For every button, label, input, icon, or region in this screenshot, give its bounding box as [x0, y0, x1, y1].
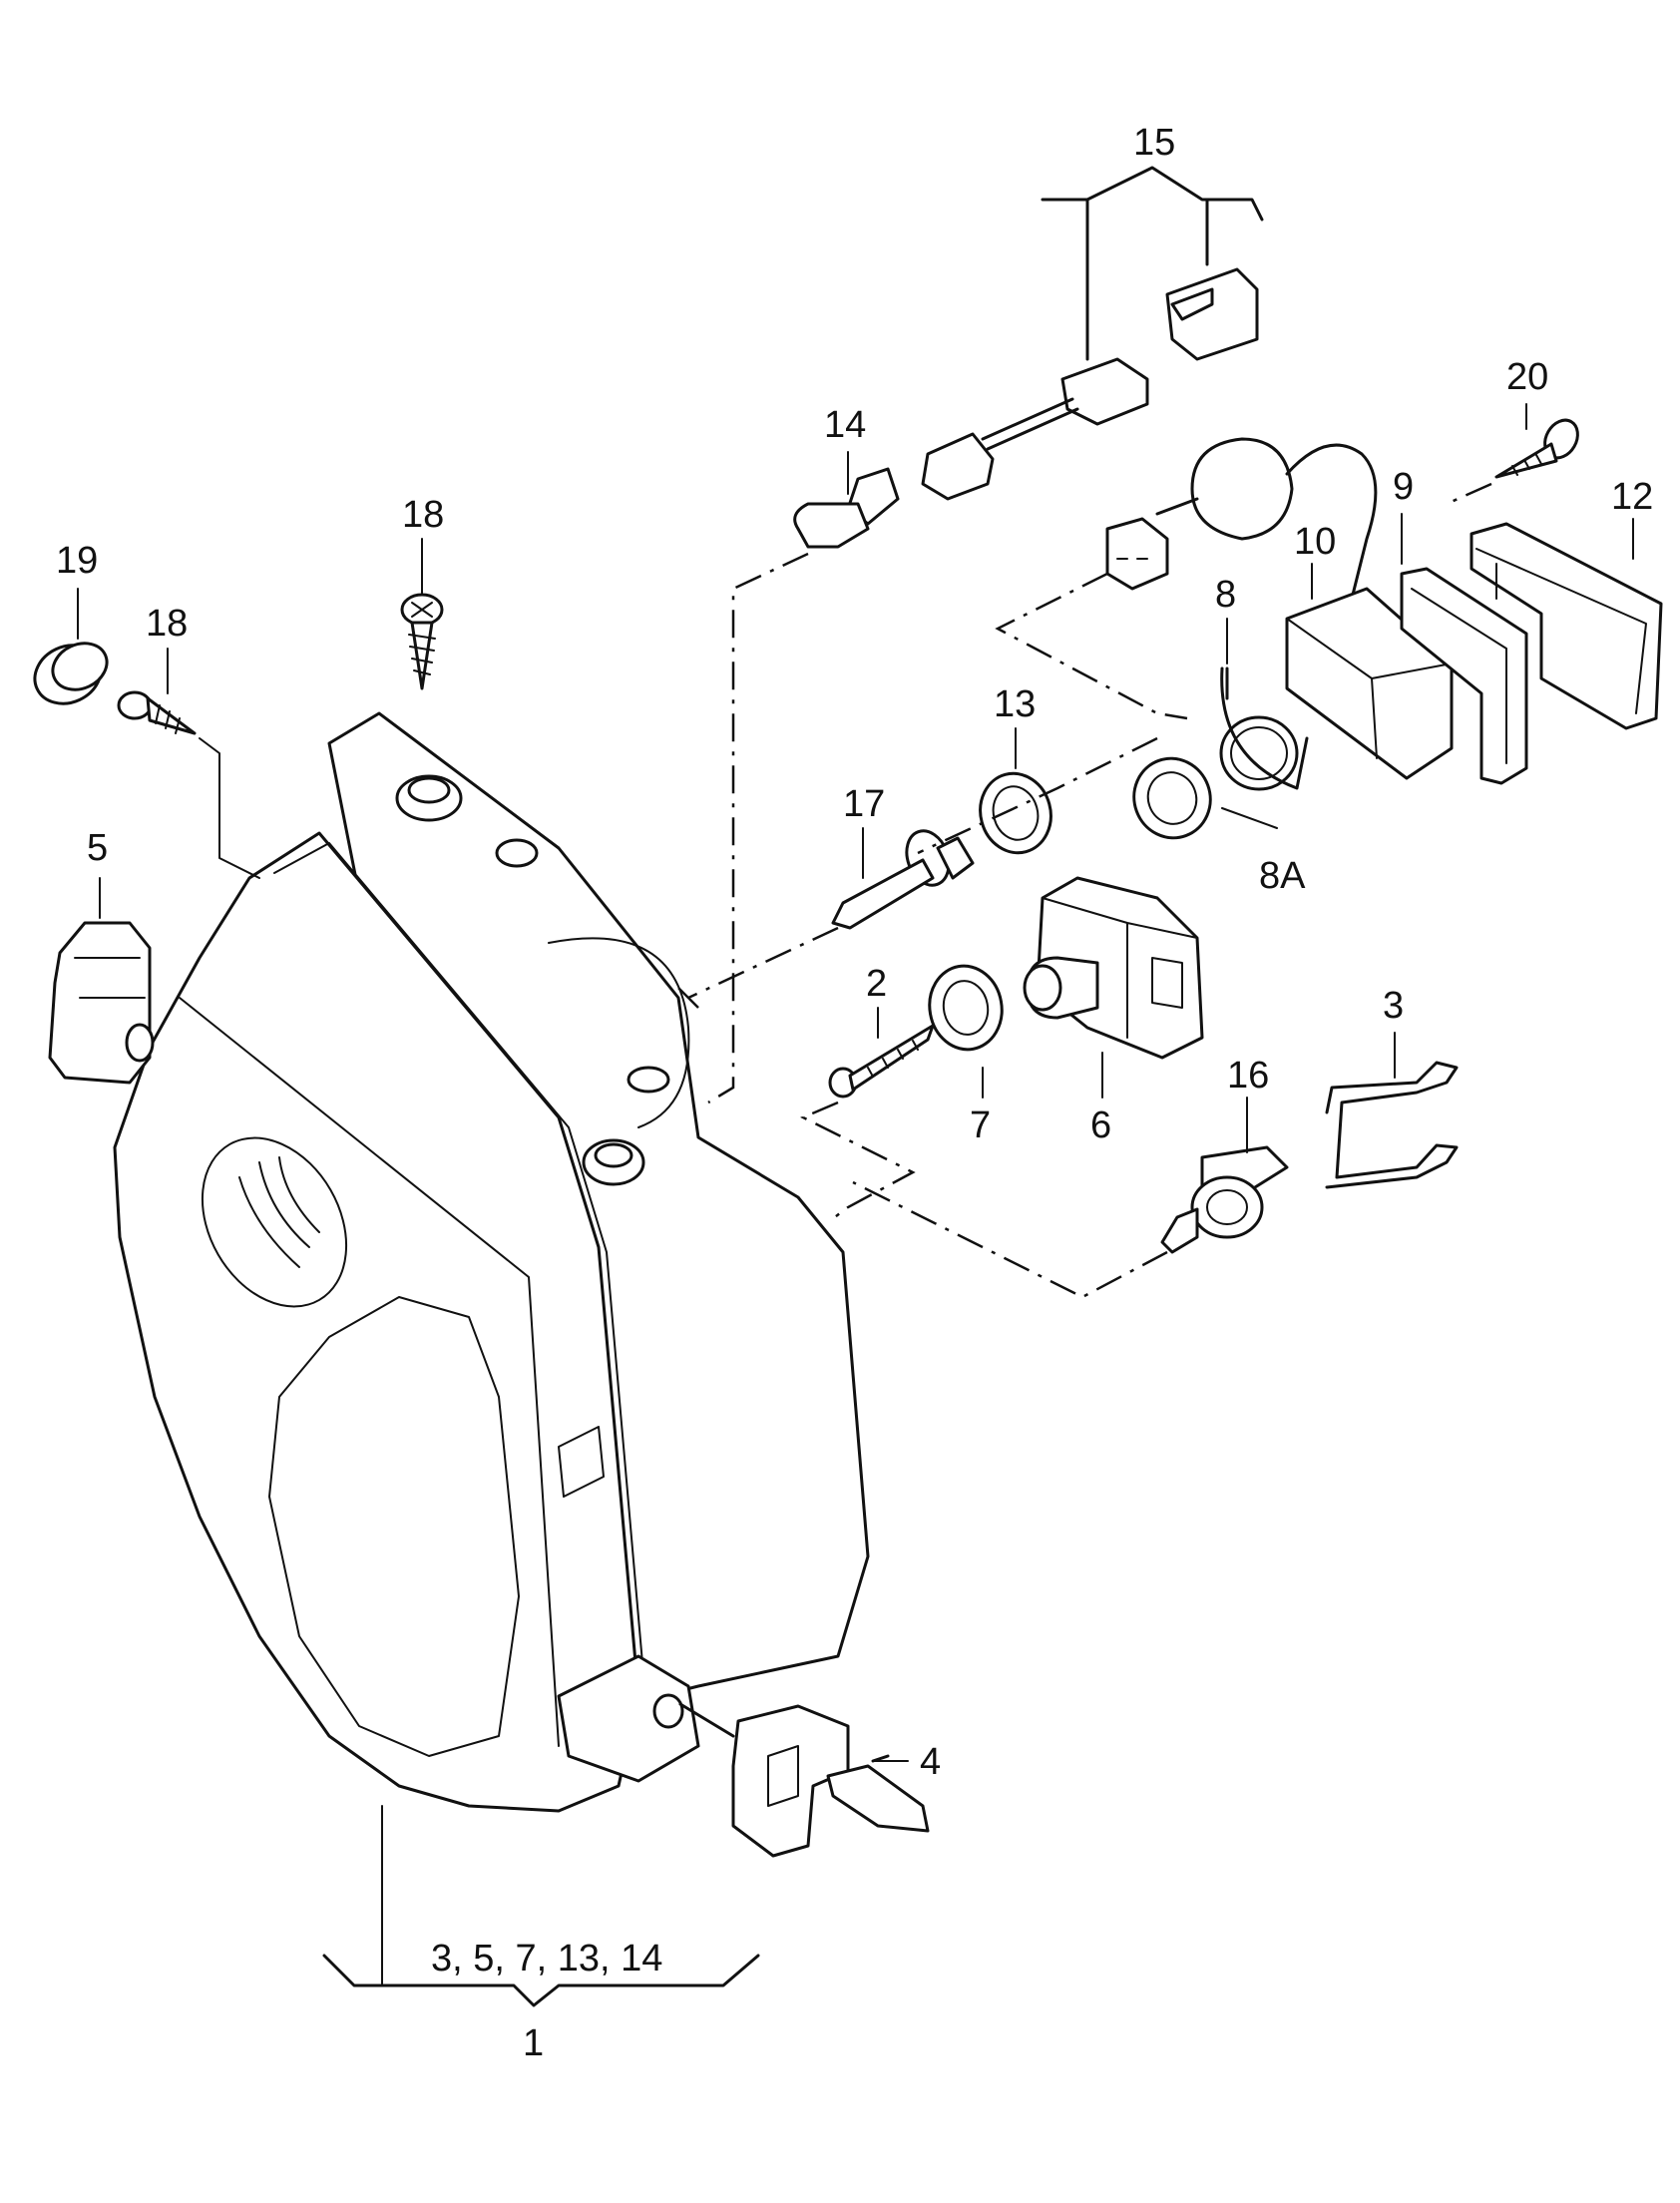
headlight-housing	[113, 711, 870, 1813]
screw-20	[1446, 418, 1579, 506]
label-12: 12	[1611, 476, 1653, 518]
label-17: 17	[843, 783, 885, 825]
label-16: 16	[1227, 1055, 1269, 1097]
cover-9	[1400, 567, 1528, 785]
callout-labels: 15 20 14 9 12 10 18 19 18 8 13 17 5 8A 2…	[56, 122, 1653, 2064]
leader-lines	[77, 403, 1634, 2007]
label-14: 14	[824, 404, 866, 446]
seal-13	[979, 771, 1052, 855]
clamp-8	[1219, 666, 1309, 791]
igniter-module-6	[1023, 876, 1204, 1060]
label-9: 9	[1393, 466, 1414, 508]
label-6: 6	[1090, 1104, 1111, 1146]
label-10: 10	[1294, 521, 1336, 563]
label-8: 8	[1215, 574, 1236, 616]
gasket-8A	[1132, 756, 1212, 840]
screw-18-top	[400, 593, 444, 690]
label-1: 1	[523, 2022, 544, 2064]
wiring-harness-15	[793, 166, 1264, 549]
wire-clips-3	[1325, 1061, 1459, 1189]
label-20: 20	[1506, 356, 1548, 398]
label-2: 2	[866, 963, 887, 1005]
clip-5	[48, 877, 155, 1085]
assembly-lines	[677, 552, 1188, 1299]
gasket-7	[928, 964, 1004, 1052]
label-15: 15	[1133, 122, 1175, 164]
label-5: 5	[87, 827, 108, 869]
label-8A: 8A	[1259, 855, 1306, 897]
label-19: 19	[56, 540, 98, 582]
label-13: 13	[994, 683, 1036, 725]
label-group-list: 3, 5, 7, 13, 14	[431, 1938, 662, 1980]
label-3: 3	[1383, 985, 1404, 1027]
label-4: 4	[920, 1741, 941, 1783]
cover-12	[1470, 522, 1663, 730]
screw-2	[828, 1024, 935, 1099]
label-18-left: 18	[146, 603, 188, 645]
label-7: 7	[970, 1104, 991, 1146]
ring-19	[33, 642, 109, 705]
bracket-4	[652, 1693, 930, 1858]
label-18-top: 18	[402, 494, 444, 536]
bulb-16	[1160, 1145, 1289, 1254]
ballast-cable	[1105, 437, 1378, 601]
adjuster-17	[831, 829, 975, 930]
screw-18-left	[117, 690, 260, 879]
